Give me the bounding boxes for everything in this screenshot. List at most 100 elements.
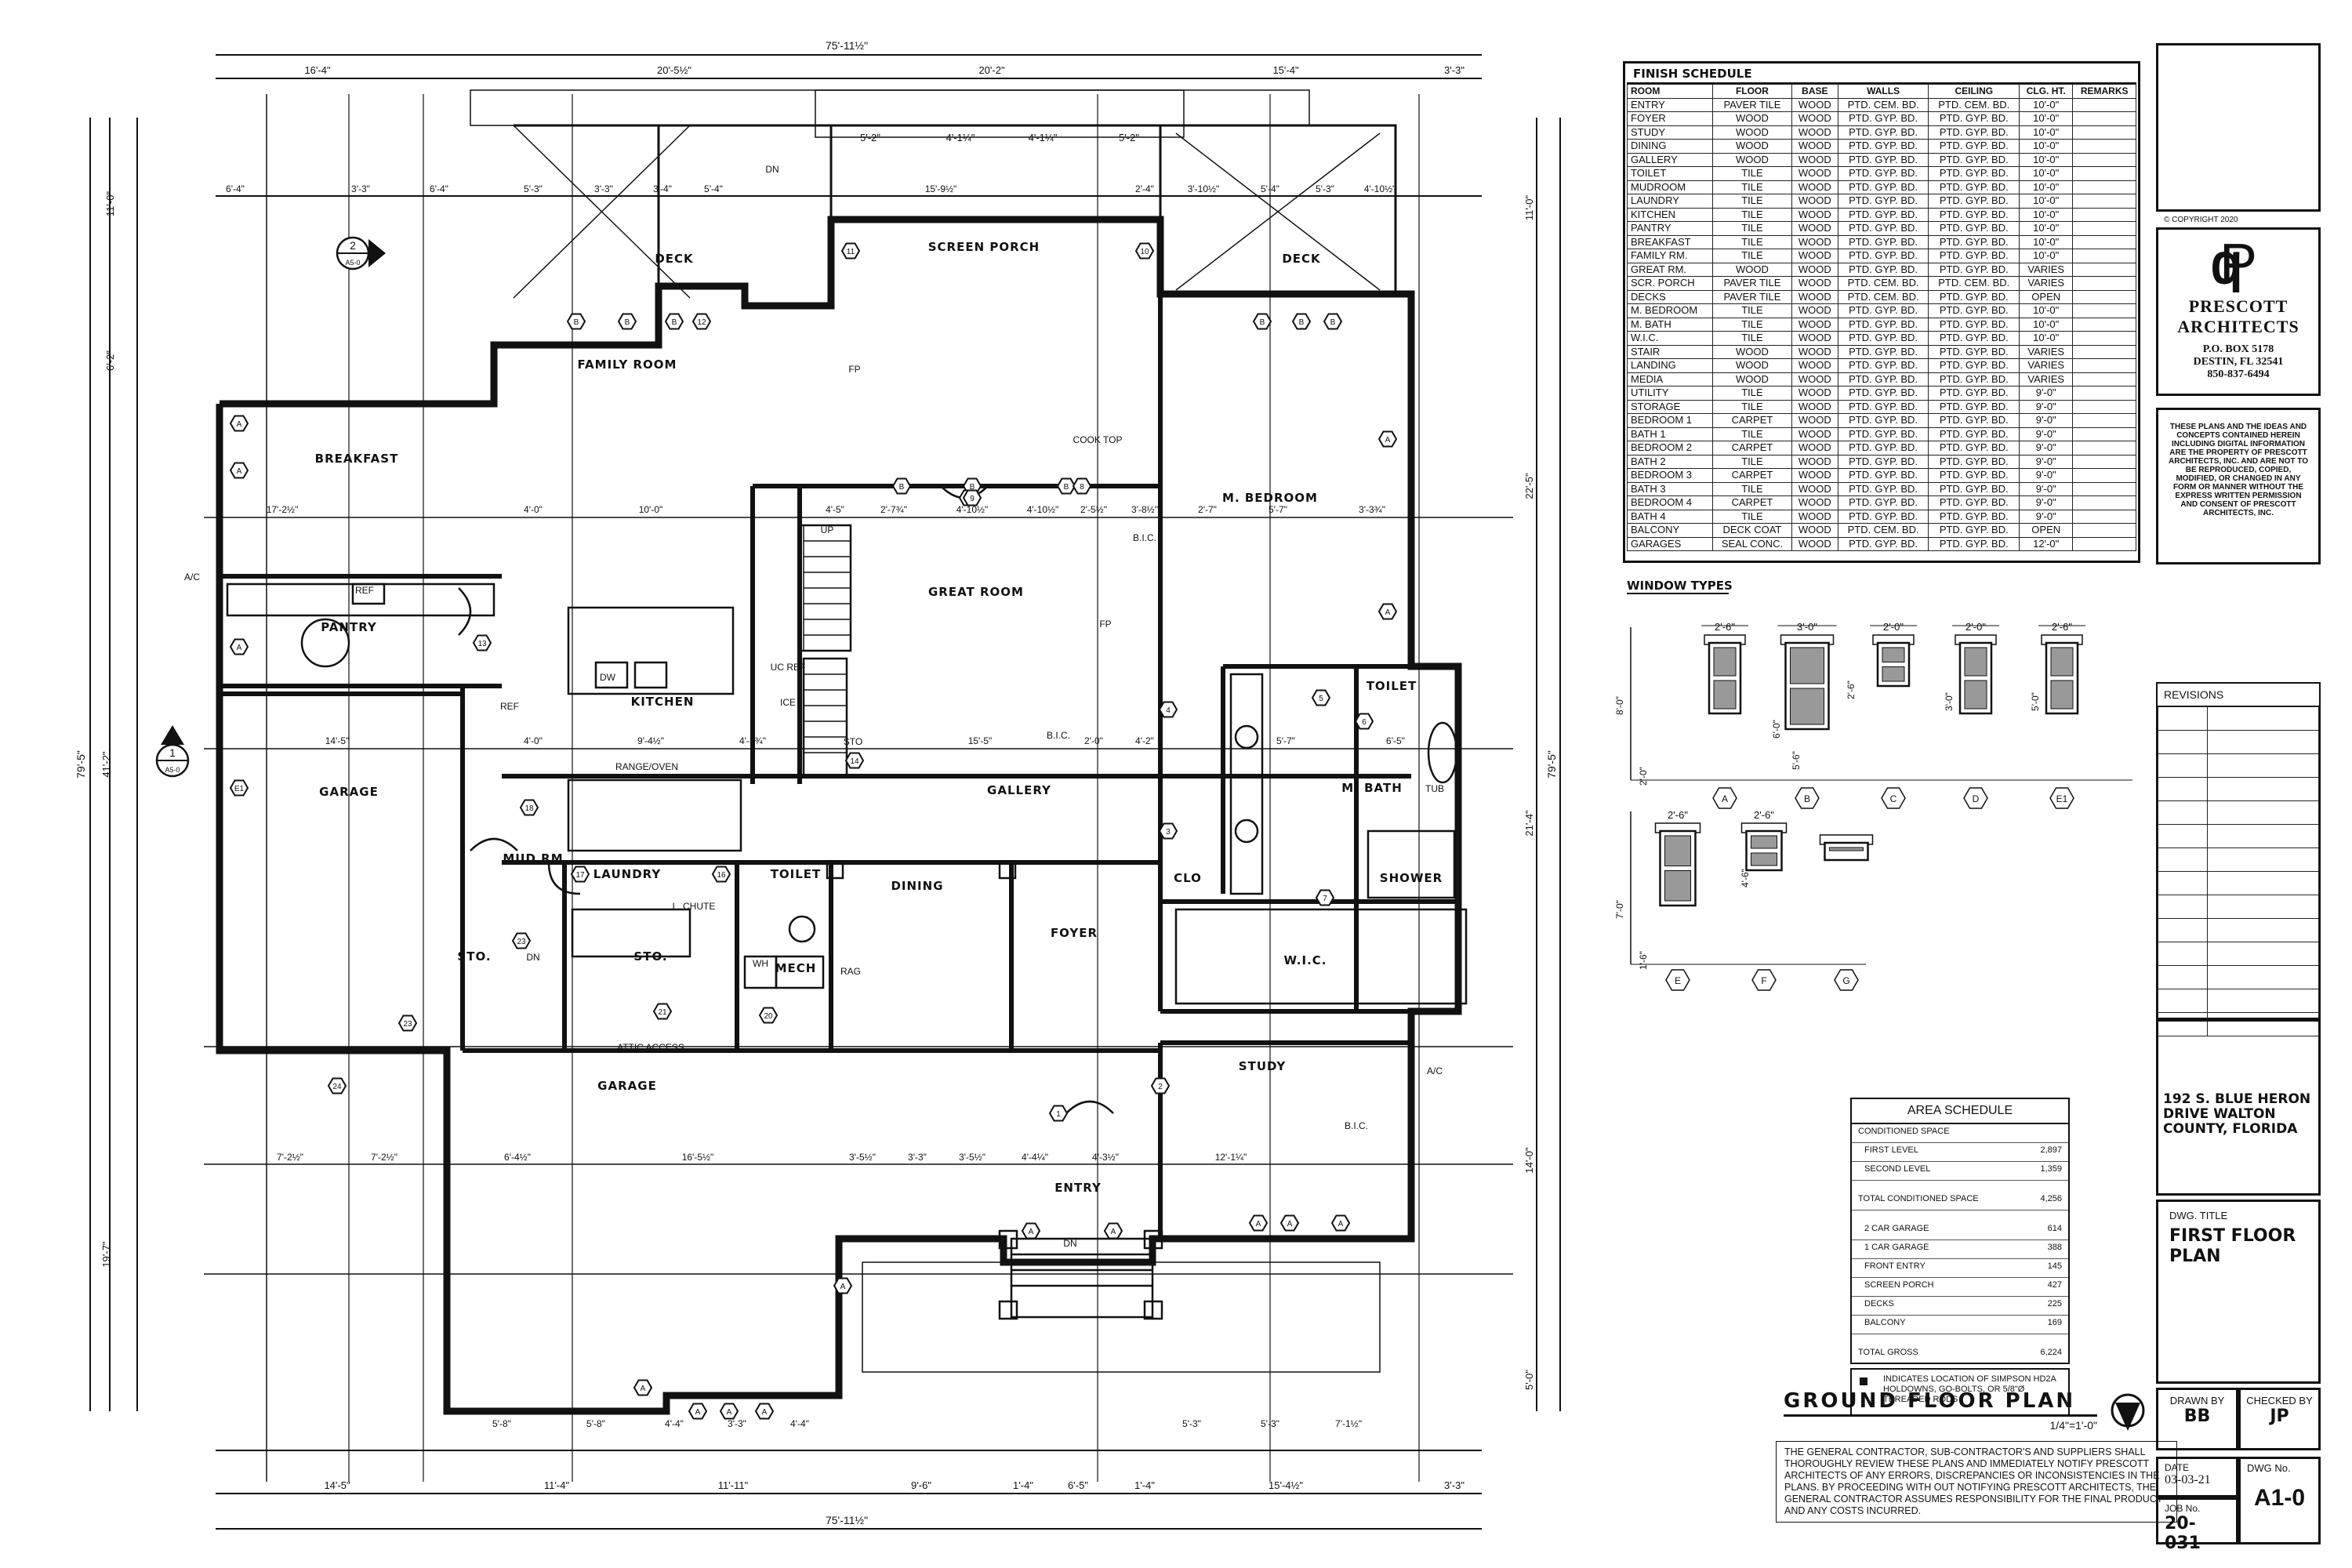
table-cell: PTD. GYP. BD.: [1837, 221, 1929, 236]
table-cell: [2072, 194, 2136, 209]
window-tag-label: 6: [1362, 718, 1367, 727]
window-tag-icon: [1134, 242, 1155, 260]
table-cell: 10'-0": [2019, 139, 2074, 154]
area-label: DECKS: [1864, 1299, 1894, 1308]
window-tag-label: 23: [403, 1020, 412, 1029]
table-cell: TILE: [1711, 180, 1792, 194]
table-cell: WOOD: [1791, 180, 1838, 194]
table-cell: BATH 2: [1627, 454, 1713, 469]
table-cell: DECKS: [1627, 289, 1713, 304]
dimension-label: 4'-4¼": [1022, 1152, 1048, 1163]
window-tag-label: A: [237, 420, 242, 429]
table-cell: WOOD: [1791, 386, 1838, 401]
window-types-diagram: 2'-6"A3'-0"B2'-0"C2'-0"D2'-6"E12'-6"E2'-…: [1615, 621, 2132, 991]
dimension-label: 41'-2": [100, 751, 112, 778]
table-cell: PTD. GYP. BD.: [1837, 468, 1929, 483]
window-width-label: 2'-0": [1965, 621, 1986, 633]
holdown-note-text: INDICATES LOCATION OF SIMPSON HD2A HOLDO…: [1883, 1374, 2056, 1404]
section-mark-1: 1 A5-0: [155, 725, 190, 778]
table-cell: PTD. GYP. BD.: [1837, 303, 1929, 318]
dimension-label: 6'-5": [1068, 1479, 1088, 1491]
table-cell: DECK COAT: [1711, 523, 1792, 538]
window-tag-icon: [1751, 969, 1777, 991]
table-cell: 10'-0": [2019, 207, 2074, 222]
area-label: SECOND LEVEL: [1864, 1164, 1931, 1174]
dimension-label: 15'-5": [968, 735, 993, 746]
table-cell: PTD. GYP. BD.: [1837, 358, 1929, 373]
area-value: 225: [2047, 1299, 2062, 1308]
copyright: © COPYRIGHT 2020: [2164, 216, 2238, 224]
overall-dimension: 75'-11½": [826, 1514, 868, 1526]
svg-text:P: P: [2220, 238, 2257, 292]
table-cell: M. BEDROOM: [1627, 303, 1713, 318]
room-label-kitchen: KITCHEN: [631, 695, 695, 709]
table-cell: WOOD: [1791, 221, 1838, 236]
table-cell: WOOD: [1791, 207, 1838, 222]
fixture-label-attic: ATTIC ACCESS: [617, 1042, 684, 1053]
window-height-label: 4'-6": [1740, 869, 1751, 887]
window-tag-icon: [1248, 1214, 1269, 1232]
window-tag-label: A: [762, 1408, 768, 1417]
table-cell: PTD. GYP. BD.: [1837, 180, 1929, 194]
column-header: REMARKS: [2072, 84, 2136, 99]
table-cell: PTD. GYP. BD.: [1837, 399, 1929, 414]
table-cell: 10'-0": [2019, 249, 2074, 263]
window-width-label: 3'-0": [1797, 621, 1817, 633]
dimension-label: 5'-3": [1316, 183, 1334, 194]
section-mark-num: 2: [350, 239, 356, 252]
window-tag-icon: [633, 1379, 653, 1396]
table-cell: WOOD: [1711, 125, 1792, 140]
table-cell: OPEN: [2019, 523, 2074, 538]
fixture-label-sto3: STO: [844, 736, 862, 747]
table-cell: VARIES: [2019, 358, 2074, 373]
room-label-foyer: FOYER: [1051, 926, 1098, 940]
table-cell: WOOD: [1791, 249, 1838, 263]
window-tag-icon: [1252, 313, 1272, 330]
window-tag-label: 17: [575, 871, 585, 880]
room-label-toilet-upper: TOILET: [1367, 679, 1417, 693]
room-label-m-bath: M. BATH: [1341, 781, 1403, 795]
dimension-label: 11'-0": [1523, 195, 1535, 221]
conditioned-label: CONDITIONED SPACE: [1852, 1124, 2068, 1143]
window-tag-icon: [1311, 689, 1331, 706]
dimension-label: 20'-5½": [657, 64, 691, 76]
window-tag-icon: [1279, 1214, 1300, 1232]
area-label: FRONT ENTRY: [1864, 1261, 1926, 1271]
room-label-sto-2: STO.: [633, 949, 667, 964]
dimension-label: 10'-0": [639, 504, 663, 515]
table-cell: 10'-0": [2019, 97, 2074, 112]
table-cell: PTD. GYP. BD.: [1928, 152, 2020, 167]
revisions-table: [2158, 706, 2319, 1036]
project-address: 192 S. BLUE HERON DRIVE WALTON COUNTY, F…: [2163, 1091, 2311, 1137]
window-tag-label: A: [727, 1408, 732, 1417]
table-cell: PTD. GYP. BD.: [1928, 536, 2020, 551]
table-cell: WOOD: [1791, 276, 1838, 291]
table-cell: MUDROOM: [1627, 180, 1713, 194]
window-height-label: 2'-0": [1638, 767, 1649, 786]
table-cell: 9'-0": [2019, 399, 2074, 414]
table-cell: VARIES: [2019, 344, 2074, 359]
table-cell: WOOD: [1791, 399, 1838, 414]
table-cell: WOOD: [1711, 139, 1792, 154]
table-cell: WOOD: [1791, 413, 1838, 428]
window-tag-icon: [844, 752, 865, 769]
legal-notice: THESE PLANS AND THE IDEAS AND CONCEPTS C…: [2156, 408, 2321, 564]
room-label-screen-porch: SCREEN PORCH: [928, 240, 1040, 254]
dimension-label: 4'-10½": [956, 504, 989, 515]
table-cell: 10'-0": [2019, 221, 2074, 236]
table-cell: 10'-0": [2019, 331, 2074, 346]
column-header: WALLS: [1837, 84, 1929, 99]
dimension-label: 15'-4½": [1269, 1479, 1303, 1491]
window-tag-label: D: [1973, 793, 1980, 804]
